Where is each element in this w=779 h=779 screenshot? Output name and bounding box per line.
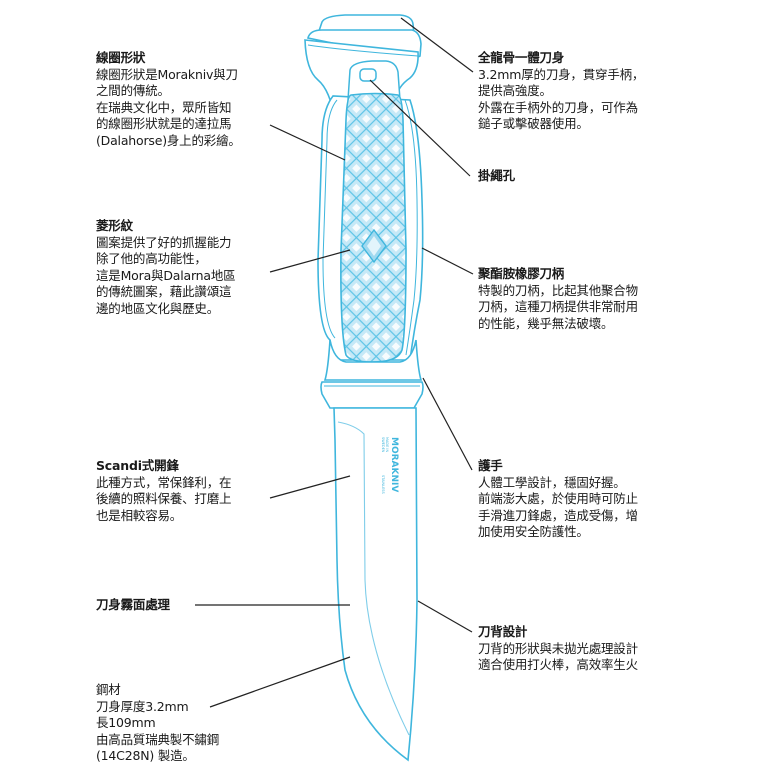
annotation-line: 的線圈形狀就是的達拉馬 bbox=[96, 116, 232, 131]
blade bbox=[333, 407, 418, 762]
annotation-line: 鎚子或擊破器使用。 bbox=[478, 116, 589, 131]
guard bbox=[320, 339, 424, 409]
annotation-line: 由高品質瑞典製不鏽鋼 bbox=[96, 731, 220, 747]
annotation-title: 聚酯胺橡膠刀柄 bbox=[478, 266, 565, 281]
annotation-line: 刀身厚度3.2mm bbox=[96, 698, 189, 714]
annotation-title: 菱形紋 bbox=[96, 218, 133, 233]
annotation-steel: 鋼材 刀身厚度3.2mm 長109mm 由高品質瑞典製不鏽鋼 (14C28N) … bbox=[96, 682, 219, 765]
morakniv-logo: MORAKNIV MADE IN SWEDEN STAINLESS bbox=[381, 437, 399, 495]
annotation-lanyard-hole: 掛繩孔 bbox=[478, 168, 515, 185]
annotation-ring-shape: 線圈形狀 線圈形狀是Morakniv與刀 之間的傳統。 在瑞典文化中，眾所皆知 … bbox=[96, 50, 241, 149]
annotation-line: 外露在手柄外的刀身，可作為 bbox=[478, 99, 638, 115]
annotation-line: 除了他的高功能性， bbox=[96, 251, 207, 266]
annotation-line: 在瑞典文化中，眾所皆知 bbox=[96, 99, 232, 115]
annotation-line: 之間的傳統。 bbox=[96, 83, 170, 98]
annotation-line: 3.2mm厚的刀身，貫穿手柄， bbox=[478, 66, 645, 82]
annotation-diamond-pattern: 菱形紋 圖案提供了好的抓握能力 除了他的高功能性， 這是Mora與Dalarna… bbox=[96, 218, 236, 317]
annotation-line: 長109mm bbox=[96, 715, 156, 730]
annotation-full-tang: 全龍骨一體刀身 3.2mm厚的刀身，貫穿手柄， 提供高強度。 外露在手柄外的刀身… bbox=[478, 50, 644, 133]
svg-text:MORAKNIV: MORAKNIV bbox=[389, 437, 399, 492]
annotation-title: 鋼材 bbox=[96, 682, 121, 697]
annotation-line: 邊的地區文化與歷史。 bbox=[96, 300, 220, 316]
annotation-guard: 護手 人體工學設計，穩固好握。 前端澎大處，於使用時可防止 手滑進刀鋒處，造成受… bbox=[478, 458, 638, 541]
annotation-title: 掛繩孔 bbox=[478, 168, 515, 183]
annotation-handle: 聚酯胺橡膠刀柄 特製的刀柄，比起其他聚合物 刀柄，這種刀柄提供非常耐用 的性能，… bbox=[478, 266, 638, 332]
annotation-line: 的傳統圖案，藉此讚頌這 bbox=[96, 284, 232, 299]
annotation-spine: 刀背設計 刀背的形狀與未拋光處理設計 適合使用打火棒，高效率生火 bbox=[478, 624, 638, 674]
annotation-line: 前端澎大處，於使用時可防止 bbox=[478, 491, 638, 506]
lanyard-hole bbox=[347, 60, 401, 101]
annotation-scandi-grind: Scandi式開鋒 此種方式，常保鋒利，在 後續的照料保養、打磨上 也是相較容易… bbox=[96, 458, 232, 524]
annotation-matte-finish: 刀身霧面處理 bbox=[96, 597, 170, 614]
annotation-line: 線圈形狀是Morakniv與刀 bbox=[96, 66, 238, 82]
annotation-line: 此種方式，常保鋒利，在 bbox=[96, 474, 232, 490]
annotation-line: 適合使用打火棒，高效率生火 bbox=[478, 657, 638, 672]
annotation-line: (14C28N) 製造。 bbox=[96, 748, 195, 763]
svg-text:SWEDEN: SWEDEN bbox=[381, 437, 385, 453]
annotation-line: 人體工學設計，穩固好握。 bbox=[478, 474, 626, 490]
annotation-title: 線圈形狀 bbox=[96, 50, 146, 65]
annotation-line: 這是Mora與Dalarna地區 bbox=[96, 267, 236, 283]
annotation-title: Scandi式開鋒 bbox=[96, 458, 179, 473]
grip-panel bbox=[340, 92, 407, 363]
svg-text:MADE IN: MADE IN bbox=[385, 437, 389, 452]
leader-lines bbox=[195, 17, 474, 708]
annotation-title: 刀身霧面處理 bbox=[96, 597, 170, 612]
annotation-line: 刀柄，這種刀柄提供非常耐用 bbox=[478, 299, 638, 314]
annotation-line: 刀背的形狀與未拋光處理設計 bbox=[478, 640, 638, 656]
annotation-line: 手滑進刀鋒處，造成受傷，增 bbox=[478, 507, 638, 523]
annotation-line: 圖案提供了好的抓握能力 bbox=[96, 234, 232, 250]
annotation-line: 特製的刀柄，比起其他聚合物 bbox=[478, 282, 638, 298]
annotation-line: 加使用安全防護性。 bbox=[478, 524, 589, 539]
annotation-title: 全龍骨一體刀身 bbox=[478, 50, 565, 65]
annotation-line: 也是相較容易。 bbox=[96, 507, 183, 523]
annotation-line: 提供高強度。 bbox=[478, 83, 552, 98]
svg-text:STAINLESS: STAINLESS bbox=[381, 475, 385, 495]
annotation-title: 護手 bbox=[478, 458, 503, 473]
annotation-line: (Dalahorse)身上的彩繪。 bbox=[96, 132, 241, 148]
annotation-line: 的性能，幾乎無法破壞。 bbox=[478, 315, 614, 331]
annotation-line: 後續的照料保養、打磨上 bbox=[96, 491, 232, 506]
annotation-title: 刀背設計 bbox=[478, 624, 528, 639]
